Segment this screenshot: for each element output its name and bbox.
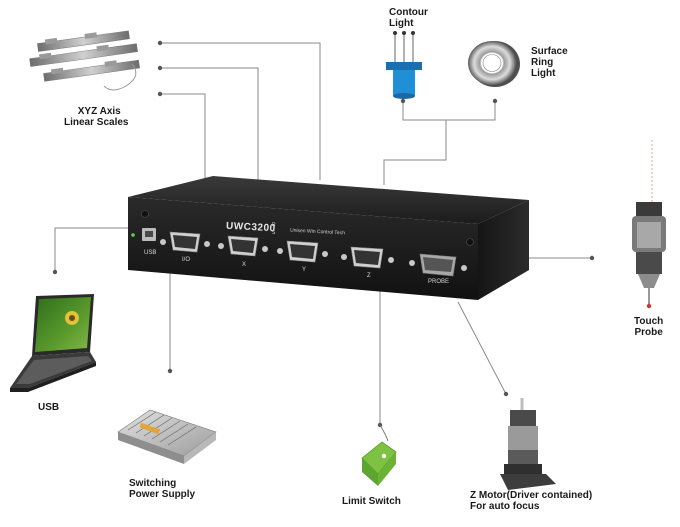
ring-light-illustration: [468, 41, 520, 87]
probe-port: [409, 253, 467, 277]
laptop-label: USB: [38, 402, 60, 413]
touch-probe-label-line1: Touch: [634, 316, 664, 327]
controller-device: [128, 176, 529, 300]
z-motor-label-line2: For auto focus: [470, 501, 540, 512]
dot-ring: [492, 98, 498, 104]
dot-contour: [400, 98, 406, 104]
connector-lines: [54, 42, 592, 425]
limit-switch-label: Limit Switch: [342, 496, 401, 507]
contour-light-label-line1: Contour: [389, 7, 428, 18]
power-led: [131, 233, 135, 237]
contour-light-label-line2: Light: [389, 18, 414, 29]
y-port: [277, 240, 328, 263]
port-label-usb: USB: [144, 250, 157, 256]
ring-light-label: Surface Ring Light: [531, 46, 568, 79]
power-supply-illustration: [117, 409, 217, 464]
dot-laptop: [52, 269, 58, 275]
laptop-illustration: [10, 294, 96, 392]
z-port: [341, 246, 394, 269]
dot-linear-scale-1: [157, 40, 163, 46]
dot-z-motor: [503, 391, 509, 397]
z-motor-illustration: [500, 398, 556, 490]
linear-scales-label-line2: Linear Scales: [64, 117, 129, 128]
connector-linear-scale-1: [160, 42, 321, 180]
contour-light-label: Contour Light: [389, 7, 428, 29]
connector-linear-scale-2: [160, 67, 259, 180]
dot-linear-scale-2: [157, 65, 163, 71]
connector-z-motor: [457, 301, 507, 395]
dot-touch-probe: [589, 255, 595, 261]
ring-light-label-line1: Surface: [531, 46, 568, 57]
port-label-y: Y: [302, 267, 307, 273]
z-motor-label: Z Motor(Driver contained) For auto focus: [470, 490, 592, 512]
touch-probe-label: Touch Probe: [634, 316, 663, 338]
connector-end-dots: [52, 40, 595, 428]
connector-lights-to-device: [383, 120, 447, 185]
device-side: [478, 200, 529, 300]
connector-linear-scale-3: [160, 93, 206, 180]
limit-switch-illustration: [361, 424, 397, 486]
port-label-z: Z: [367, 273, 371, 279]
touch-probe-illustration: [632, 140, 666, 309]
z-motor-label-line1: Z Motor(Driver contained): [470, 490, 593, 501]
ring-light-label-line2: Ring: [531, 57, 554, 68]
touch-probe-label-line2: Probe: [634, 327, 663, 338]
ring-light-label-line3: Light: [531, 68, 556, 79]
dot-power-supply: [167, 368, 173, 374]
port-label-probe: PROBE: [428, 279, 450, 285]
device-top: [128, 176, 529, 224]
x-port: [218, 235, 268, 257]
device-model-suffix-bottom: S: [272, 230, 276, 236]
power-supply-label: Switching Power Supply: [129, 478, 195, 500]
power-supply-label-line2: Power Supply: [129, 489, 196, 500]
linear-scales-label-line1: XYZ Axis: [77, 106, 121, 117]
device-model-suffix-top: R: [272, 222, 276, 228]
linear-scales-illustration: [29, 30, 140, 91]
dot-linear-scale-3: [157, 91, 163, 97]
port-label-io: I/O: [182, 257, 191, 263]
connector-laptop: [54, 227, 132, 272]
port-label-x: X: [242, 262, 247, 268]
power-supply-label-line1: Switching: [129, 478, 177, 489]
io-port: [160, 231, 210, 253]
connector-lights: [402, 101, 496, 121]
usb-port: [142, 228, 156, 241]
contour-light-illustration: [386, 31, 422, 99]
linear-scales-label: XYZ Axis Linear Scales: [64, 106, 128, 128]
